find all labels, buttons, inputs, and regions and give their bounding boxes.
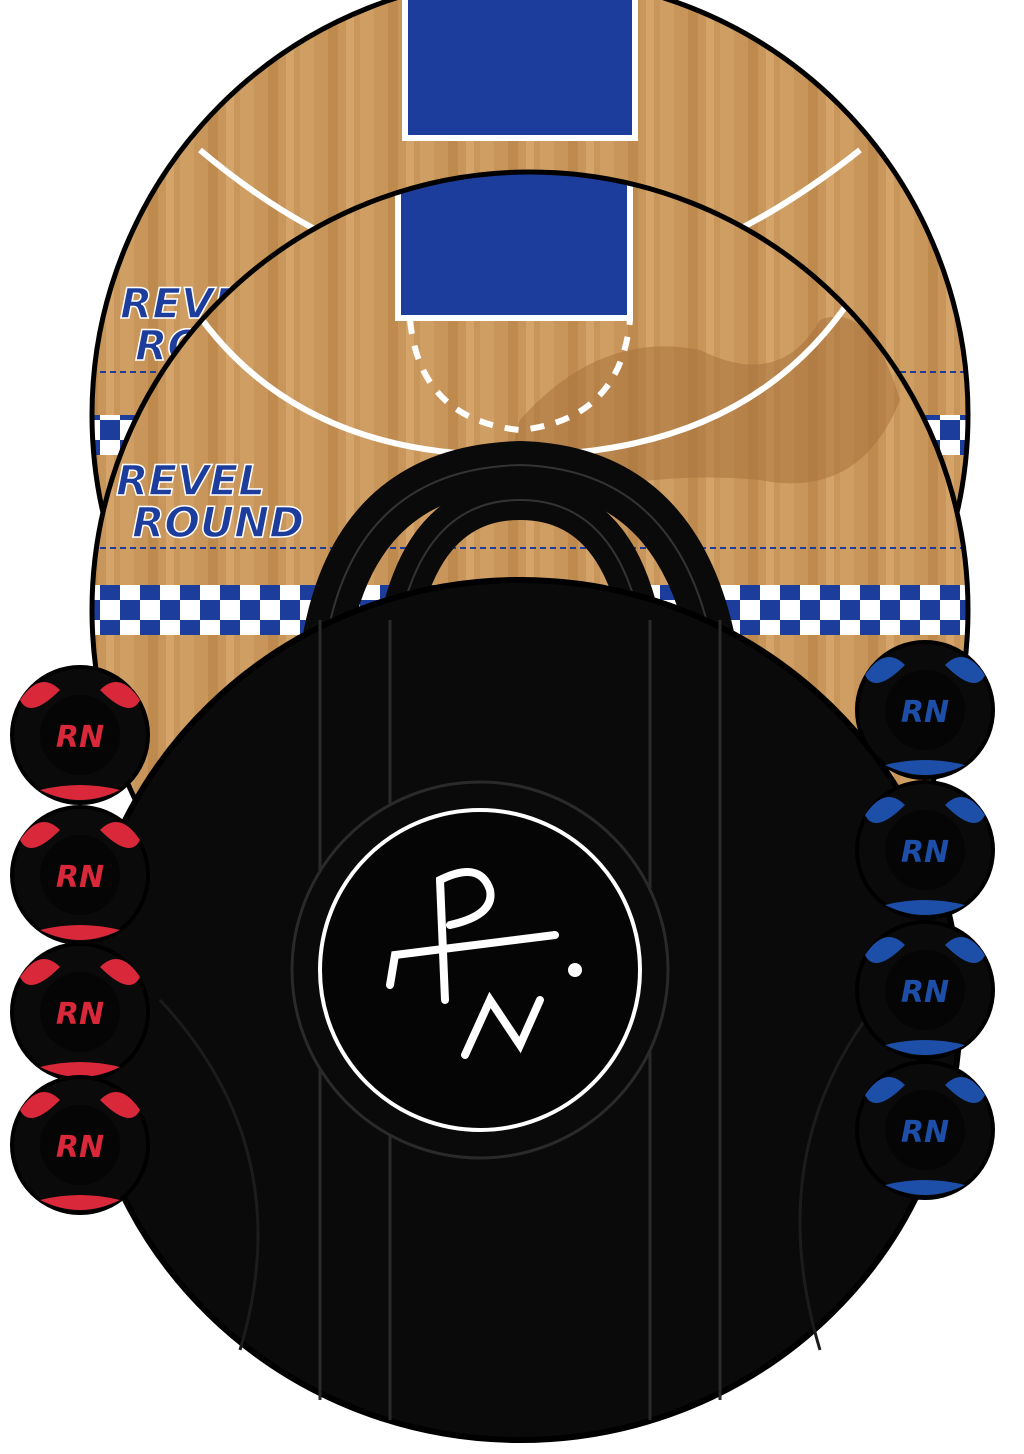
- red-sack: RN: [10, 1075, 150, 1215]
- sack-monogram: RN: [56, 997, 104, 1032]
- red-sack: RN: [10, 942, 150, 1082]
- rn-monogram-icon: [386, 868, 582, 1059]
- blue-sack: RN: [855, 780, 995, 920]
- sack-monogram: RN: [56, 860, 104, 895]
- front-board-logo-round: ROUND: [132, 498, 304, 547]
- sack-monogram: RN: [901, 835, 949, 870]
- blue-sack: RN: [855, 1060, 995, 1200]
- sack-monogram: RN: [56, 720, 104, 755]
- sack-monogram: RN: [901, 1115, 949, 1150]
- front-board-logo-revel: REVEL: [116, 456, 265, 505]
- blue-sack: RN: [855, 920, 995, 1060]
- blue-sack: RN: [855, 640, 995, 780]
- red-sack: RN: [10, 805, 150, 945]
- sack-monogram: RN: [901, 975, 949, 1010]
- sack-monogram: RN: [901, 695, 949, 730]
- blue-sack-stack: RN RN RN RN: [855, 640, 995, 1200]
- sack-monogram: RN: [56, 1130, 104, 1165]
- center-badge: [318, 808, 642, 1132]
- carry-bag: [77, 440, 963, 1443]
- state-silhouette: [515, 316, 900, 500]
- red-sack-stack: RN RN RN RN: [10, 665, 150, 1215]
- red-sack: RN: [10, 665, 150, 805]
